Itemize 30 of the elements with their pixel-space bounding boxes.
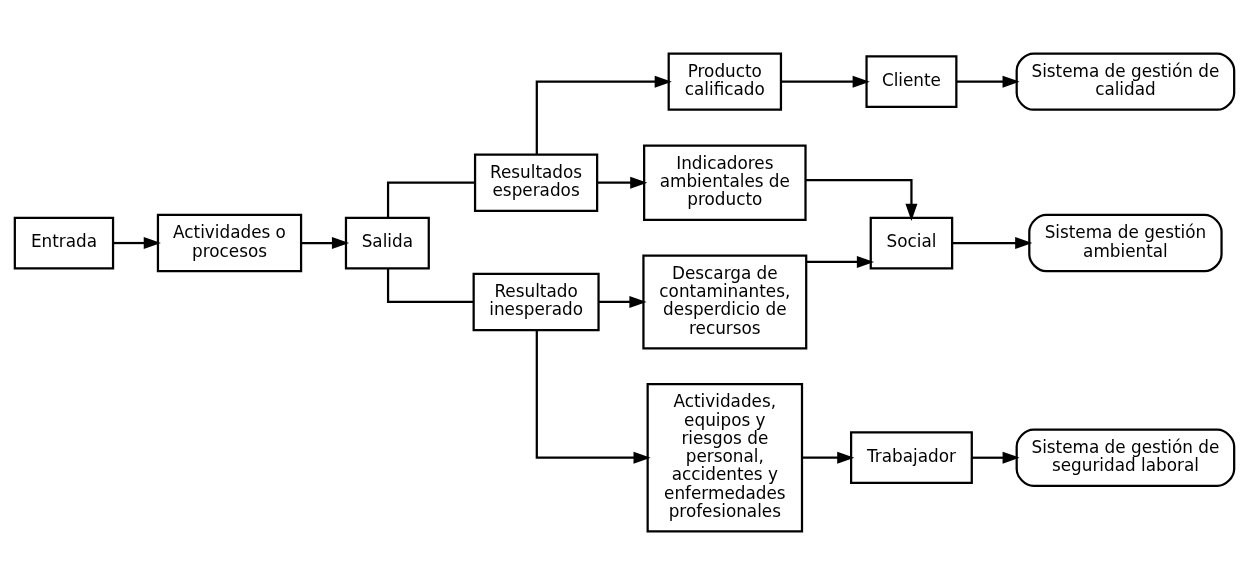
node-box: Social (869, 216, 954, 269)
node-box: Sistema de gestión ambiental (1028, 213, 1223, 272)
arrow (952, 236, 1033, 249)
node-box: Actividades o procesos (156, 213, 303, 272)
arrow (301, 236, 350, 249)
arrow (535, 75, 672, 155)
node-box: Resultado inesperado (472, 272, 600, 331)
arrow (802, 451, 855, 464)
arrow (597, 176, 648, 189)
node-box: Indicadores ambientales de producto (643, 143, 807, 221)
node-box: Descarga de contaminantes, desperdicio de recursos (642, 254, 808, 349)
node-box: Salida (344, 216, 430, 269)
connector (386, 267, 474, 303)
arrow (598, 295, 647, 308)
arrow (535, 329, 651, 464)
arrow (781, 75, 870, 88)
connector (386, 181, 476, 217)
node-box: Resultados esperados (473, 153, 599, 212)
node-box: Entrada (13, 216, 115, 269)
node-box: Cliente (865, 54, 958, 108)
arrow (805, 178, 918, 221)
node-box: Sistema de gestión de seguridad laboral (1015, 428, 1236, 487)
node-box: Producto calificado (667, 52, 783, 111)
node-box: Actividades, equipos y riesgos de personal, accidentes y enfermedades profesionales (646, 382, 804, 532)
node-box: Sistema de gestión de calidad (1015, 52, 1236, 111)
arrow (972, 451, 1020, 464)
arrow (956, 75, 1020, 88)
arrow (806, 255, 874, 268)
node-box: Trabajador (850, 430, 973, 484)
arrow (113, 236, 161, 249)
